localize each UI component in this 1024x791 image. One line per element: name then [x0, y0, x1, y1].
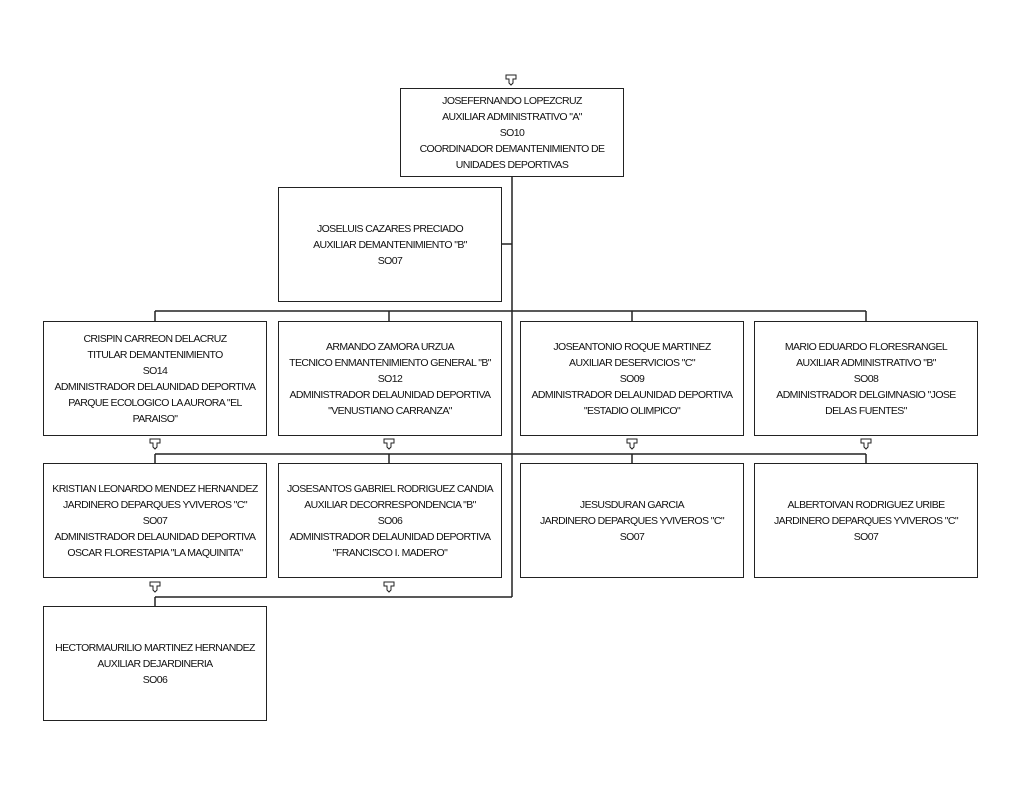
node-level: SO07: [853, 530, 879, 543]
node-name: KRISTIAN LEONARDO MENDEZ HERNANDEZ: [52, 482, 258, 495]
org-node-armando[interactable]: ARMANDO ZAMORA URZUA TECNICO ENMANTENIMI…: [278, 321, 502, 436]
expand-arrow-icon[interactable]: [383, 581, 395, 593]
org-node-mario[interactable]: MARIO EDUARDO FLORESRANGEL AUXILIAR ADMI…: [754, 321, 978, 436]
expand-arrow-icon[interactable]: [383, 438, 395, 450]
node-level: SO07: [619, 530, 645, 543]
node-position: AUXILIAR DESERVICIOS "C": [569, 356, 696, 369]
node-position: TECNICO ENMANTENIMIENTO GENERAL "B": [289, 356, 491, 369]
node-name: JOSEANTONIO ROQUE MARTINEZ: [553, 340, 711, 353]
expand-arrow-icon[interactable]: [626, 438, 638, 450]
expand-arrow-icon[interactable]: [505, 74, 517, 86]
node-role: ADMINISTRADOR DELAUNIDAD DEPORTIVA "ESTA…: [531, 388, 734, 417]
node-level: SO06: [142, 673, 168, 686]
node-name: MARIO EDUARDO FLORESRANGEL: [784, 340, 948, 353]
expand-arrow-icon[interactable]: [149, 438, 161, 450]
node-role: ADMINISTRADOR DELAUNIDAD DEPORTIVA "FRAN…: [289, 530, 492, 559]
org-node-assistant[interactable]: JOSELUIS CAZARES PRECIADO AUXILIAR DEMAN…: [278, 187, 502, 302]
node-position: TITULAR DEMANTENIMIENTO: [87, 348, 223, 361]
org-node-hector[interactable]: HECTORMAURILIO MARTINEZ HERNANDEZ AUXILI…: [43, 606, 267, 721]
org-node-root[interactable]: JOSEFERNANDO LOPEZCRUZ AUXILIAR ADMINIST…: [400, 88, 624, 177]
org-node-josesantos[interactable]: JOSESANTOS GABRIEL RODRIGUEZ CANDIA AUXI…: [278, 463, 502, 578]
node-level: SO14: [142, 364, 168, 377]
node-role: COORDINADOR DEMANTENIMIENTO DE UNIDADES …: [419, 142, 605, 171]
node-name: JOSELUIS CAZARES PRECIADO: [316, 222, 464, 235]
node-position: AUXILIAR DECORRESPONDENCIA "B": [304, 498, 476, 511]
org-node-jesus[interactable]: JESUSDURAN GARCIA JARDINERO DEPARQUES YV…: [520, 463, 744, 578]
node-position: JARDINERO DEPARQUES YVIVEROS "C": [540, 514, 725, 527]
node-level: SO06: [377, 514, 403, 527]
node-name: JOSESANTOS GABRIEL RODRIGUEZ CANDIA: [287, 482, 494, 495]
expand-arrow-icon[interactable]: [860, 438, 872, 450]
node-level: SO09: [619, 372, 645, 385]
node-position: JARDINERO DEPARQUES YVIVEROS "C": [63, 498, 248, 511]
node-name: JESUSDURAN GARCIA: [579, 498, 685, 511]
node-position: AUXILIAR DEMANTENIMIENTO "B": [313, 238, 467, 251]
node-name: CRISPIN CARREON DELACRUZ: [83, 332, 227, 345]
expand-arrow-icon[interactable]: [149, 581, 161, 593]
node-name: ARMANDO ZAMORA URZUA: [325, 340, 455, 353]
node-role: ADMINISTRADOR DELAUNIDAD DEPORTIVA PARQU…: [54, 380, 257, 425]
node-position: AUXILIAR DEJARDINERIA: [97, 657, 213, 670]
node-position: AUXILIAR ADMINISTRATIVO "B": [796, 356, 936, 369]
node-position: JARDINERO DEPARQUES YVIVEROS "C": [774, 514, 959, 527]
node-position: AUXILIAR ADMINISTRATIVO "A": [442, 110, 582, 123]
org-node-crispin[interactable]: CRISPIN CARREON DELACRUZ TITULAR DEMANTE…: [43, 321, 267, 436]
org-node-kristian[interactable]: KRISTIAN LEONARDO MENDEZ HERNANDEZ JARDI…: [43, 463, 267, 578]
node-level: SO10: [499, 126, 525, 139]
node-name: ALBERTOIVAN RODRIGUEZ URIBE: [787, 498, 945, 511]
org-node-joseantonio[interactable]: JOSEANTONIO ROQUE MARTINEZ AUXILIAR DESE…: [520, 321, 744, 436]
node-role: ADMINISTRADOR DELAUNIDAD DEPORTIVA OSCAR…: [54, 530, 257, 559]
org-node-alberto[interactable]: ALBERTOIVAN RODRIGUEZ URIBE JARDINERO DE…: [754, 463, 978, 578]
node-name: HECTORMAURILIO MARTINEZ HERNANDEZ: [55, 641, 255, 654]
node-level: SO07: [142, 514, 168, 527]
node-level: SO12: [377, 372, 403, 385]
node-role: ADMINISTRADOR DELAUNIDAD DEPORTIVA "VENU…: [289, 388, 492, 417]
node-level: SO08: [853, 372, 879, 385]
node-name: JOSEFERNANDO LOPEZCRUZ: [442, 94, 582, 107]
node-level: SO07: [377, 254, 403, 267]
node-role: ADMINISTRADOR DELGIMNASIO "JOSE DELAS FU…: [776, 388, 956, 417]
